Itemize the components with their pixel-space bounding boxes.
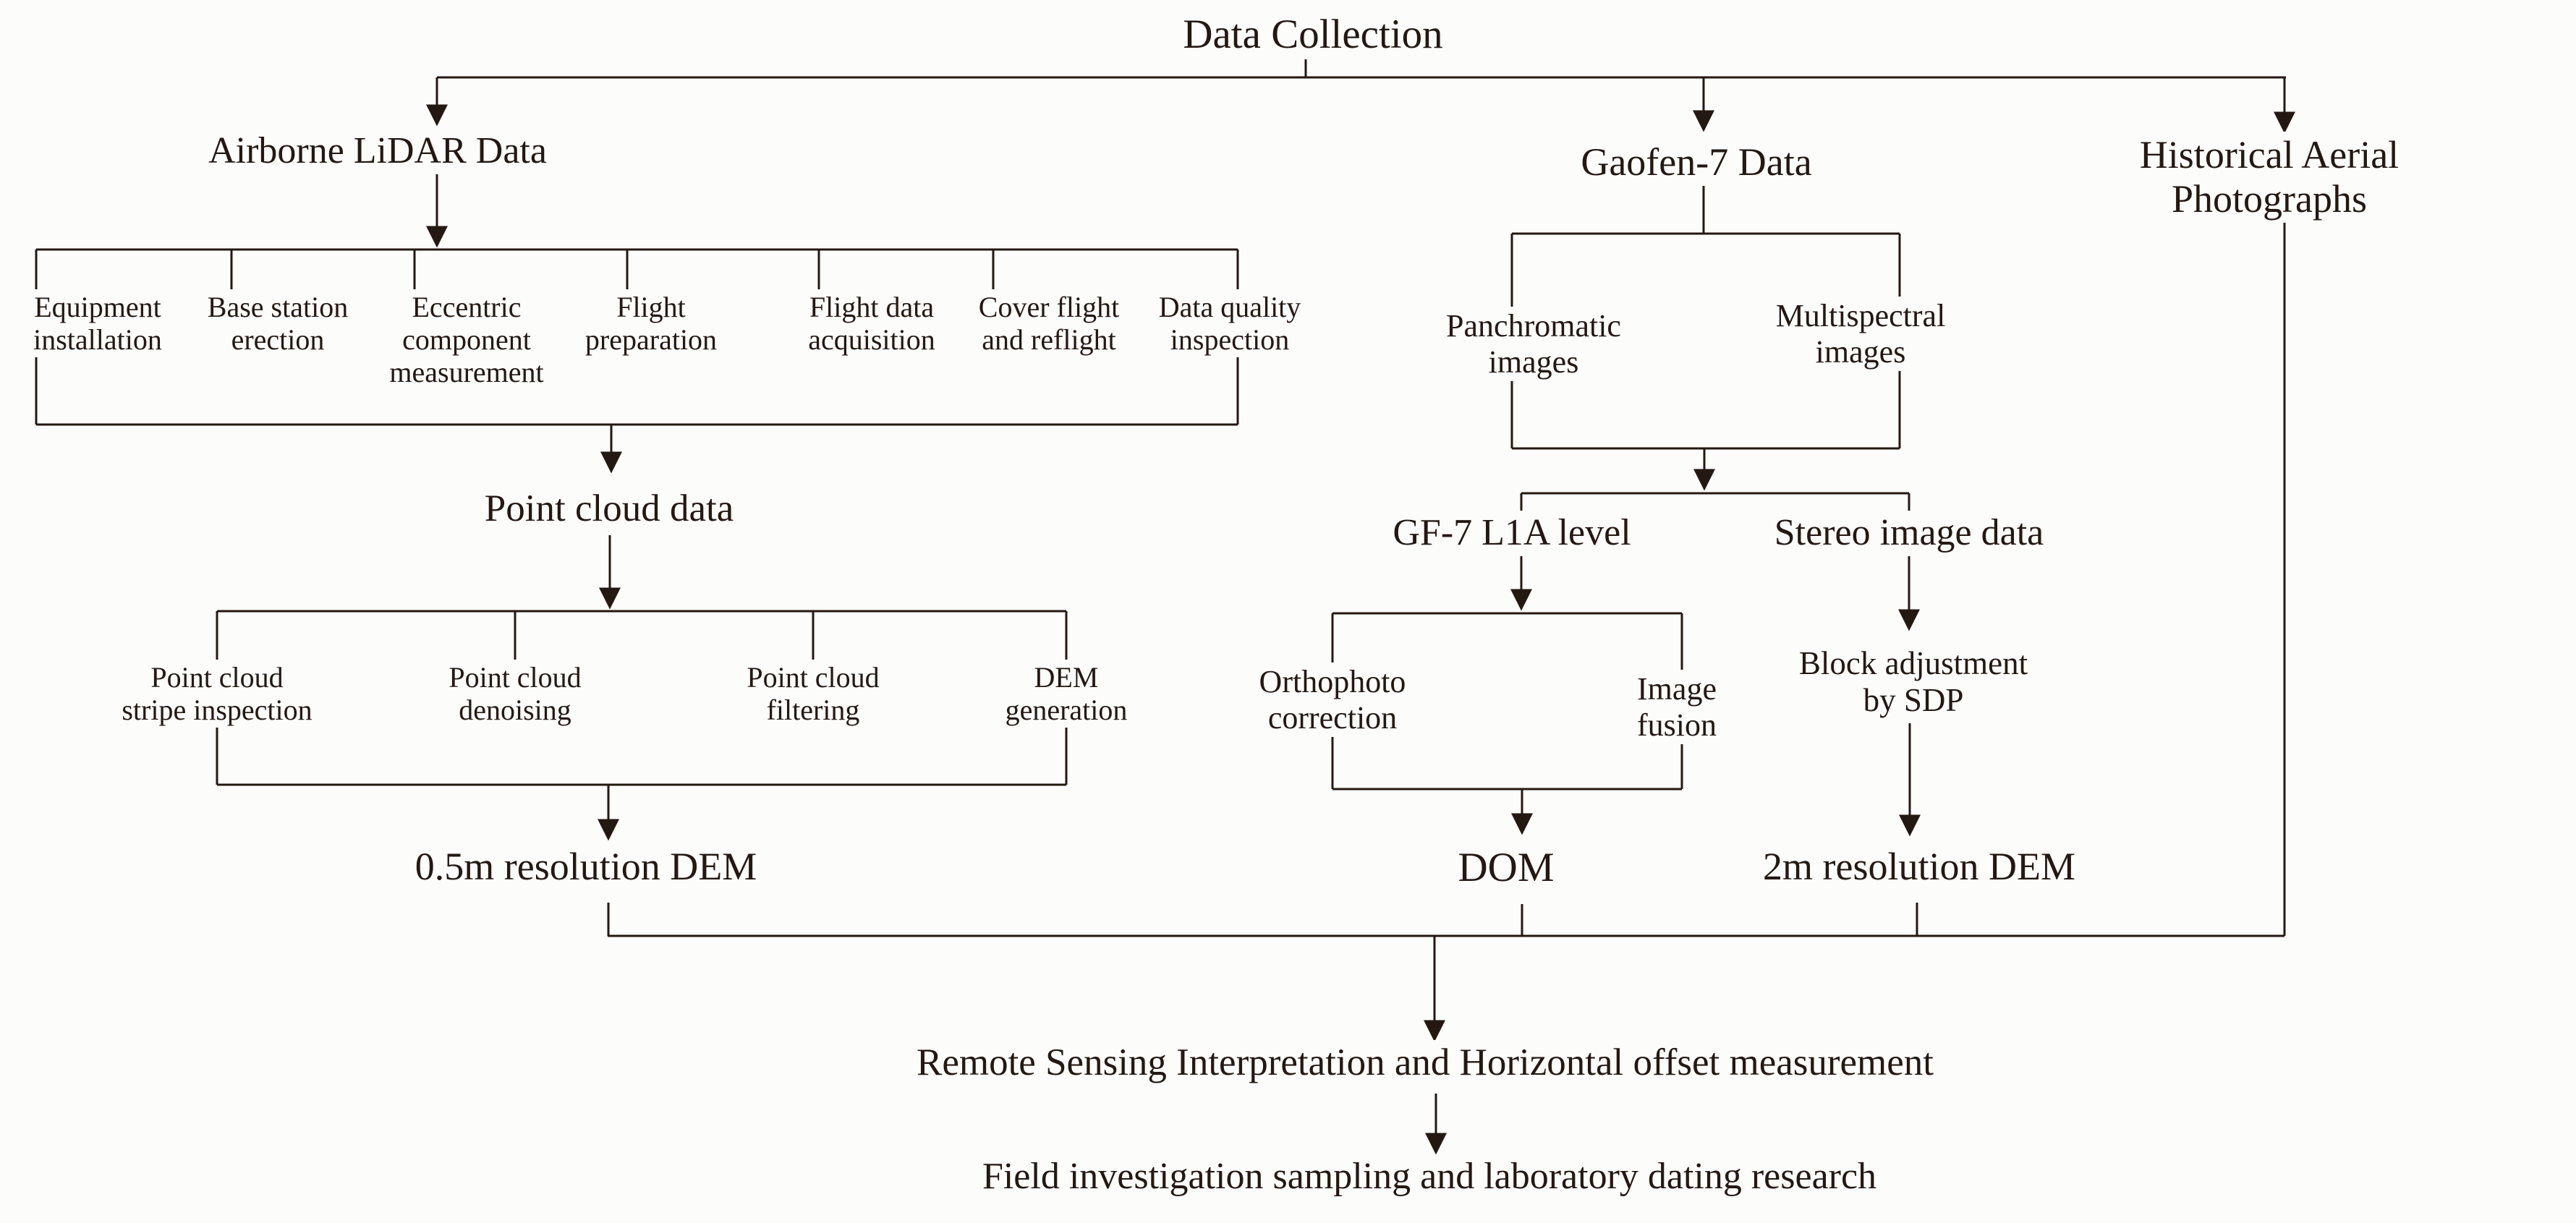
step-panchromatic-images: Panchromatic images: [1440, 307, 1627, 382]
node-05m-resolution-dem: 0.5m resolution DEM: [409, 843, 763, 891]
node-dom: DOM: [1452, 843, 1560, 893]
step-cover-flight-and-reflight: Cover flight and reflight: [972, 289, 1126, 358]
step-multispectral-images: Multispectral images: [1769, 297, 1952, 372]
node-gf7-l1a-level: GF-7 L1A level: [1387, 511, 1637, 556]
step-block-adjustment-by-sdp: Block adjustment by SDP: [1793, 644, 2034, 720]
step-dem-generation: DEM generation: [999, 660, 1134, 728]
step-orthophoto-correction: Orthophoto correction: [1253, 662, 1412, 738]
node-stereo-image-data: Stereo image data: [1768, 511, 2050, 556]
step-point-cloud-denoising: Point cloud denoising: [443, 660, 587, 728]
node-2m-resolution-dem: 2m resolution DEM: [1757, 843, 2081, 891]
node-gaofen7-data: Gaofen-7 Data: [1575, 139, 1818, 187]
node-field-investigation-sampling: Field investigation sampling and laborat…: [976, 1154, 1883, 1200]
step-image-fusion: Image fusion: [1631, 670, 1722, 745]
step-data-quality-inspection: Data quality inspection: [1152, 289, 1307, 358]
step-point-cloud-stripe-inspection: Point cloud stripe inspection: [116, 660, 318, 728]
node-data-collection: Data Collection: [1177, 10, 1449, 60]
step-flight-data-acquisition: Flight data acquisition: [802, 289, 941, 358]
top-branch-lines: [426, 43, 2295, 134]
merge-lines: [608, 934, 2284, 1155]
step-point-cloud-filtering: Point cloud filtering: [741, 660, 885, 728]
node-historical-aerial-photographs: Historical Aerial Photographs: [2116, 132, 2423, 223]
step-flight-preparation: Flight preparation: [579, 289, 723, 358]
step-equipment-installation: Equipment installation: [27, 289, 168, 358]
node-airborne-lidar-data: Airborne LiDAR Data: [203, 129, 553, 174]
node-remote-sensing-interpretation: Remote Sensing Interpretation and Horizo…: [910, 1040, 1940, 1086]
step-eccentric-component-measurement: Eccentric component measurement: [383, 289, 550, 391]
lidar-branch-lines: [35, 168, 1239, 936]
node-point-cloud-data: Point cloud data: [478, 486, 740, 532]
step-base-station-erection: Base station erection: [201, 289, 354, 358]
